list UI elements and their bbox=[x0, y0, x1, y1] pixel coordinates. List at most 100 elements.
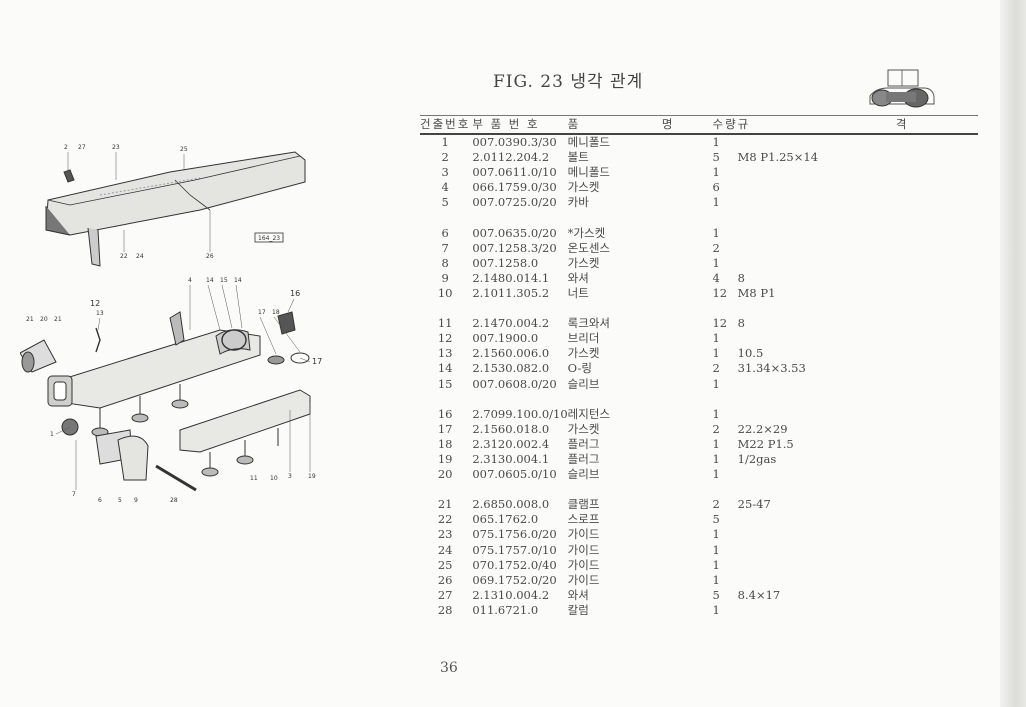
cell-spec: 8 bbox=[737, 316, 745, 331]
cell-part: 066.1759.0/30 bbox=[472, 180, 557, 195]
cell-no: 3 bbox=[441, 165, 449, 180]
cell-part: 2.3120.002.4 bbox=[472, 436, 550, 451]
cell-part: 070.1752.0/40 bbox=[472, 557, 557, 572]
cell-spec bbox=[738, 377, 979, 392]
callout-13: 13 bbox=[96, 310, 104, 317]
cell-no: 14 bbox=[437, 361, 453, 376]
cell-qty: 4 bbox=[712, 270, 720, 285]
cell-no: 17 bbox=[437, 421, 453, 436]
cell-no: 22 bbox=[437, 512, 453, 527]
cell-no: 26 bbox=[437, 572, 453, 587]
exploded-parts-diagram: 2 27 23 25 22 24 26 164_23 4 14 bbox=[20, 144, 322, 504]
cell-part: 2.1470.004.2 bbox=[472, 316, 550, 331]
cell-spec bbox=[738, 134, 979, 150]
callout-10: 10 bbox=[270, 475, 278, 482]
cell-qty: 1 bbox=[712, 195, 720, 210]
cell-spec bbox=[738, 331, 979, 346]
cell-spec: 8.4×17 bbox=[737, 587, 781, 602]
callout-11: 11 bbox=[250, 475, 258, 482]
cell-name: 가이드 bbox=[567, 542, 600, 557]
cell-part: 2.3130.004.1 bbox=[472, 451, 550, 466]
cell-spec bbox=[738, 165, 979, 180]
col-header-name: 품 명 bbox=[567, 115, 713, 135]
cell-part: 007.0605.0/10 bbox=[472, 467, 557, 482]
cell-name: 메니폴드 bbox=[567, 165, 610, 180]
group-spacer bbox=[420, 301, 978, 316]
cell-part: 007.1258.0 bbox=[472, 255, 539, 270]
cell-qty: 1 bbox=[712, 436, 720, 451]
cell-name: 너트 bbox=[567, 285, 589, 300]
group-spacer bbox=[420, 392, 978, 407]
callout-16: 16 bbox=[290, 289, 300, 298]
callout-28: 28 bbox=[170, 497, 178, 504]
cell-no: 15 bbox=[437, 376, 453, 391]
callout-20: 20 bbox=[40, 316, 48, 323]
cell-name: 가스켓 bbox=[567, 421, 600, 436]
cell-spec bbox=[738, 573, 979, 588]
cell-name: 가스켓 bbox=[567, 255, 600, 270]
callout-14b: 14 bbox=[234, 277, 242, 284]
cell-part: 2.0112.204.2 bbox=[472, 150, 550, 165]
callout-14a: 14 bbox=[206, 277, 214, 284]
cell-qty: 1 bbox=[712, 557, 720, 572]
cell-qty: 1 bbox=[712, 376, 720, 391]
table-header-row: 건출번호 부 품 번 호 품 명 수량 규 격 bbox=[420, 115, 979, 135]
cell-spec: 8 bbox=[737, 270, 745, 285]
cell-no: 10 bbox=[437, 285, 453, 300]
callout-5: 5 bbox=[118, 497, 122, 504]
diagram-ref-box bbox=[254, 232, 284, 243]
cell-no: 18 bbox=[437, 436, 453, 451]
cell-part: 2.6850.008.0 bbox=[472, 497, 550, 512]
cell-qty: 1 bbox=[712, 527, 720, 542]
cell-part: 2.1560.018.0 bbox=[472, 421, 550, 436]
group-spacer bbox=[420, 210, 978, 225]
cell-part: 007.0390.3/30 bbox=[472, 135, 557, 149]
cell-no: 6 bbox=[441, 225, 449, 240]
cell-part: 007.0608.0/20 bbox=[472, 376, 557, 391]
cell-spec bbox=[738, 407, 979, 422]
cell-no: 2 bbox=[441, 150, 449, 165]
cell-name: 가이드 bbox=[567, 572, 600, 587]
cell-no: 13 bbox=[437, 346, 453, 361]
callout-17b: 17 bbox=[312, 357, 322, 366]
cell-part: 2.1011.305.2 bbox=[472, 285, 550, 300]
cell-name: 슬리브 bbox=[567, 376, 600, 391]
cell-name: 가이드 bbox=[567, 557, 600, 572]
cell-part: 011.6721.0 bbox=[472, 602, 539, 617]
callout-24: 24 bbox=[136, 253, 144, 260]
cell-spec: M8 P1.25×14 bbox=[737, 150, 819, 165]
cell-no: 9 bbox=[441, 270, 449, 285]
cell-part: 2.1310.004.2 bbox=[472, 587, 550, 602]
manifold-assembly bbox=[20, 311, 311, 492]
cell-spec bbox=[738, 241, 979, 256]
cell-name: 슬리브 bbox=[567, 467, 600, 482]
cell-part: 007.1258.3/20 bbox=[472, 240, 557, 255]
cell-qty: 1 bbox=[712, 406, 720, 421]
cell-qty: 5 bbox=[712, 512, 720, 527]
cell-name: 메니폴드 bbox=[567, 135, 610, 149]
cell-spec: 25-47 bbox=[737, 497, 771, 512]
figure-title: FIG. 23 냉각 관계 bbox=[493, 72, 644, 92]
cell-no: 7 bbox=[441, 240, 449, 255]
cell-part: 075.1756.0/20 bbox=[472, 527, 557, 542]
cell-qty: 1 bbox=[712, 331, 720, 346]
cell-part: 007.0611.0/10 bbox=[472, 165, 557, 180]
guide-cover-assembly bbox=[45, 151, 306, 267]
callout-12: 12 bbox=[90, 299, 100, 308]
cell-name: 브리더 bbox=[567, 331, 600, 346]
cell-qty: 2 bbox=[712, 421, 720, 436]
cell-part: 007.0635.0/20 bbox=[472, 225, 557, 240]
cell-qty: 1 bbox=[712, 602, 720, 617]
callout-26: 26 bbox=[206, 253, 214, 260]
cell-spec bbox=[738, 256, 979, 271]
cell-name: 록크와셔 bbox=[567, 316, 610, 331]
